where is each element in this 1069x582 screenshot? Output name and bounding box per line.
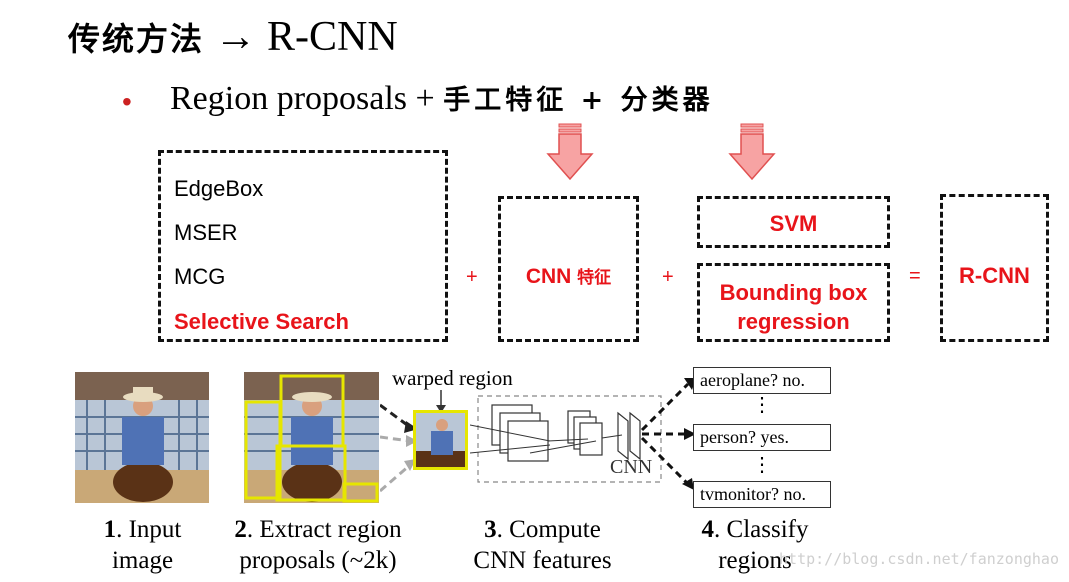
step-3-line2: CNN features (473, 547, 612, 574)
input-image-picture (75, 372, 209, 503)
bullet-chinese: 手工特征 + 分类器 (443, 85, 714, 116)
plus-operator-1: + (466, 266, 478, 288)
plus-operator-2: + (662, 266, 674, 288)
svm-label: SVM (769, 211, 818, 236)
method-mser: MSER (174, 220, 238, 245)
bbox-line2: regression (737, 309, 850, 334)
cnn-network-label: CNN (610, 456, 653, 478)
warped-image (413, 410, 468, 470)
step-1-line1: . Input (116, 516, 182, 543)
warped-image-picture (416, 413, 465, 467)
method-edgebox: EdgeBox (174, 176, 264, 201)
cnn-feature-box: CNN 特征 (498, 196, 639, 342)
down-arrow-cnn-icon (546, 123, 594, 181)
class-result-person: person? yes. (693, 424, 831, 451)
step-caption-4: 4. Classify regions (680, 514, 830, 576)
step-4-num: 4 (701, 516, 715, 543)
ellipsis-1: ⋮ (752, 394, 772, 416)
bullet-english: Region proposals + (170, 80, 435, 117)
ellipsis-2: ⋮ (752, 454, 772, 476)
step-2-line2: proposals (~2k) (239, 547, 397, 574)
step-4-line2: regions (718, 547, 792, 574)
proposal-methods-box: EdgeBox MSER MCG Selective Search (158, 150, 448, 342)
classify-arrows (640, 378, 696, 490)
cnn-feature-cn: 特征 (577, 268, 612, 288)
warped-region-label: warped region (392, 366, 513, 390)
proposals-image (244, 372, 379, 503)
cnn-feature-en: CNN (525, 265, 572, 288)
step-caption-2: 2. Extract region proposals (~2k) (218, 514, 418, 576)
input-image (75, 372, 209, 503)
class-result-tvmonitor: tvmonitor? no. (693, 481, 831, 508)
bbox-regression-box: Bounding box regression (697, 263, 890, 342)
step-1-num: 1 (103, 516, 117, 543)
watermark-url: http://blog.csdn.net/fanzonghao (779, 550, 1059, 568)
step-2-line1: . Extract region (246, 516, 402, 543)
title-arrow-icon: → (214, 14, 257, 60)
rcnn-result-label: R-CNN (959, 263, 1030, 288)
step-caption-1: 1. Input image (80, 514, 205, 576)
bbox-regression-label: Bounding box regression (700, 278, 887, 336)
down-arrow-classifier-icon (728, 123, 776, 181)
step-caption-3: 3. Compute CNN features (455, 514, 630, 576)
bbox-line1: Bounding box (719, 280, 868, 305)
step-1-line2: image (111, 547, 174, 574)
warped-arrows (380, 390, 446, 493)
method-selective-search: Selective Search (174, 309, 349, 334)
rcnn-result-box: R-CNN (940, 194, 1049, 342)
bullet-line: Region proposals + 手工特征 + 分类器 (170, 78, 714, 122)
method-mcg: MCG (174, 264, 226, 289)
proposals-image-picture (244, 372, 379, 503)
bullet-dot-icon: • (122, 86, 132, 117)
step-4-line1: . Classify (714, 516, 809, 543)
svm-box: SVM (697, 196, 890, 248)
title-chinese: 传统方法 (68, 20, 205, 58)
title-english: R-CNN (267, 14, 398, 60)
equals-operator: = (909, 265, 921, 287)
step-3-line1: . Compute (496, 516, 601, 543)
cnn-network-diagram (470, 395, 662, 483)
cnn-feature-label: CNN 特征 (501, 263, 636, 289)
step-3-num: 3 (484, 516, 497, 543)
step-2-num: 2 (234, 516, 247, 543)
slide-title: 传统方法 → R-CNN (68, 12, 398, 64)
class-result-aeroplane: aeroplane? no. (693, 367, 831, 394)
